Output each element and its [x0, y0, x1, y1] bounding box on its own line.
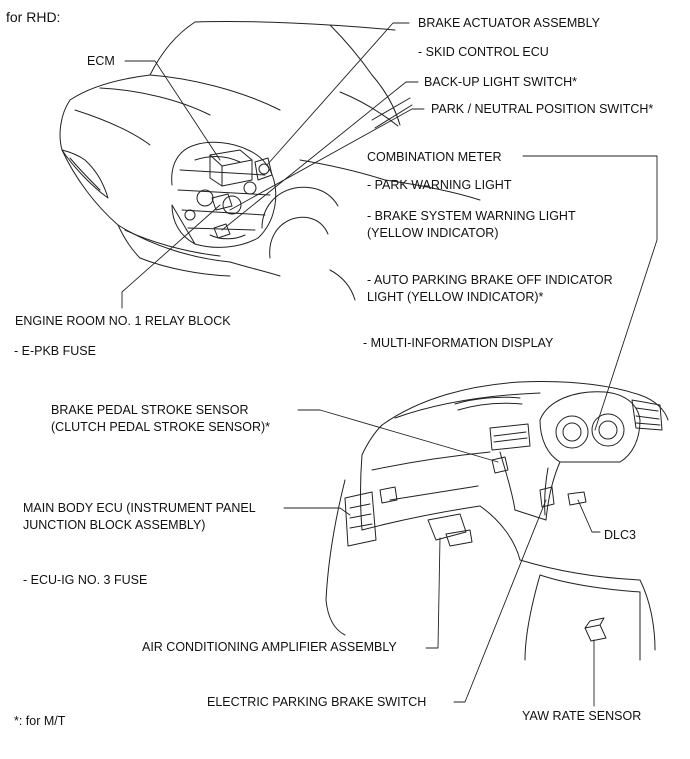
label-park-neutral-switch: PARK / NEUTRAL POSITION SWITCH* [431, 102, 654, 116]
diagram-title: for RHD: [6, 9, 61, 25]
label-multi-info-display: - MULTI-INFORMATION DISPLAY [363, 336, 554, 350]
label-ecu-ig-fuse: - ECU-IG NO. 3 FUSE [23, 573, 148, 587]
label-brake-actuator: BRAKE ACTUATOR ASSEMBLY [418, 16, 601, 30]
label-engine-relay-block: ENGINE ROOM NO. 1 RELAY BLOCK [15, 314, 231, 328]
label-epb-switch: ELECTRIC PARKING BRAKE SWITCH [207, 695, 427, 709]
label-ecm: ECM [87, 54, 115, 68]
label-main-body-ecu: MAIN BODY ECU (INSTRUMENT PANEL JUNCTION… [23, 501, 256, 532]
car-body-illustration [59, 20, 481, 301]
label-epkb-fuse: - E-PKB FUSE [14, 344, 96, 358]
label-skid-control-ecu: - SKID CONTROL ECU [418, 45, 549, 59]
label-backup-light-switch: BACK-UP LIGHT SWITCH* [424, 75, 578, 89]
label-ac-amplifier: AIR CONDITIONING AMPLIFIER ASSEMBLY [142, 640, 397, 654]
label-brake-system-warning: - BRAKE SYSTEM WARNING LIGHT (YELLOW IND… [367, 209, 576, 240]
label-combination-meter: COMBINATION METER [367, 150, 502, 164]
label-park-warning-light: - PARK WARNING LIGHT [367, 178, 512, 192]
label-auto-parking-off: - AUTO PARKING BRAKE OFF INDICATOR LIGHT… [367, 273, 613, 304]
label-yaw-rate-sensor: YAW RATE SENSOR [522, 709, 642, 723]
footnote: *: for M/T [14, 714, 66, 728]
dashboard-illustration [325, 381, 669, 661]
leader-lines [121, 22, 658, 707]
label-dlc3: DLC3 [604, 528, 636, 542]
label-brake-pedal-sensor: BRAKE PEDAL STROKE SENSOR (CLUTCH PEDAL … [51, 403, 271, 434]
